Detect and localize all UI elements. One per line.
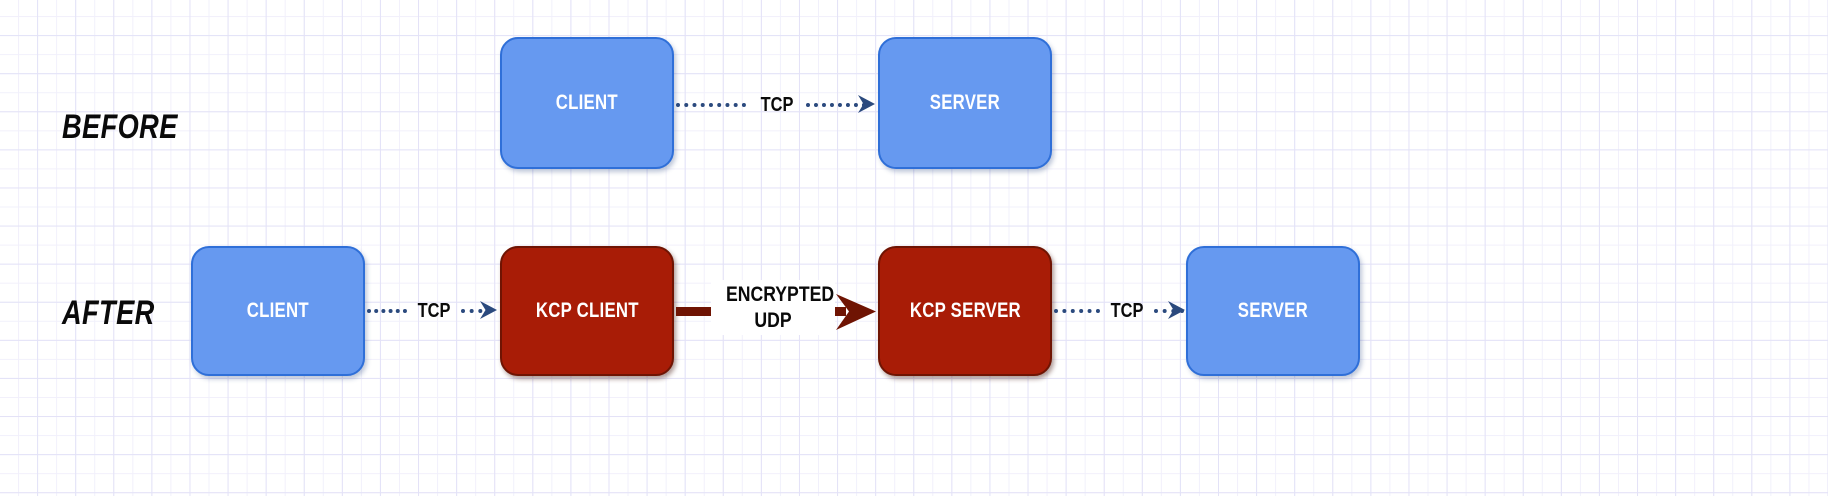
connector-after-tcp-right-segment-left: [1054, 309, 1100, 313]
connector-after-tcp-left-label: TCP: [417, 300, 451, 322]
node-after-kcp-client[interactable]: KCP CLIENT: [500, 246, 674, 376]
node-before-server[interactable]: SERVER: [878, 37, 1052, 169]
node-after-client-label: CLIENT: [246, 299, 310, 322]
node-before-client[interactable]: CLIENT: [500, 37, 674, 169]
connector-encrypted-udp-label-line2: UDP: [754, 308, 792, 332]
connector-after-tcp-right-label: TCP: [1110, 300, 1144, 322]
row-caption-before: BEFORE: [62, 108, 178, 146]
arrowhead-right-icon: [858, 95, 875, 113]
arrowhead-right-icon: [480, 301, 497, 319]
connector-before-tcp-segment-left: [676, 103, 746, 107]
node-after-kcp-server-label: KCP SERVER: [909, 299, 1021, 322]
node-after-kcp-server[interactable]: KCP SERVER: [878, 246, 1052, 376]
connector-after-tcp-right-segment-right: [1154, 309, 1184, 313]
node-before-server-label: SERVER: [929, 91, 1001, 114]
connector-before-tcp-label: TCP: [760, 94, 794, 116]
arrowhead-right-icon: [1168, 301, 1185, 319]
connector-encrypted-udp-label-line1: ENCRYPTED: [725, 283, 835, 306]
row-caption-after: AFTER: [62, 294, 155, 332]
connector-before-tcp-segment-right: [806, 103, 866, 107]
arrowhead-thick-right-icon: [836, 294, 876, 330]
node-after-server-label: SERVER: [1237, 299, 1309, 322]
node-after-client[interactable]: CLIENT: [191, 246, 365, 376]
node-after-kcp-client-label: KCP CLIENT: [535, 299, 639, 322]
node-after-server[interactable]: SERVER: [1186, 246, 1360, 376]
connector-after-tcp-left-segment-right: [461, 309, 491, 313]
connector-after-tcp-left-segment-left: [367, 309, 407, 313]
connector-encrypted-udp-label: ENCRYPTED UDP: [711, 280, 835, 336]
node-before-client-label: CLIENT: [555, 91, 619, 114]
